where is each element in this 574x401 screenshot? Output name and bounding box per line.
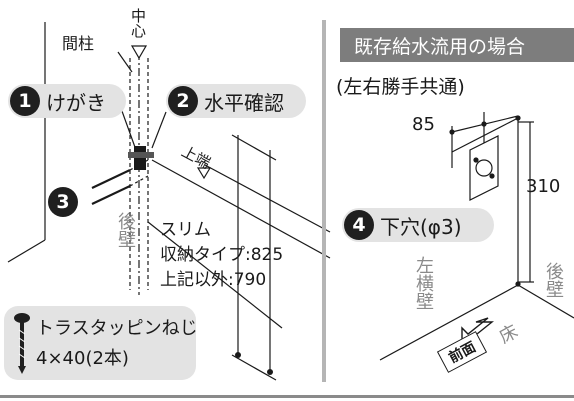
dim-tick-b: [231, 134, 277, 161]
slim-label: スリム: [160, 220, 211, 240]
screw-shaft-a: [91, 169, 131, 189]
other-dim: 上記以外:790: [160, 270, 267, 290]
screw-line1: トラスタッピンねじ: [36, 318, 198, 339]
dim-point-b: [267, 369, 273, 375]
step-2-number: 2: [168, 86, 198, 116]
right-panel-subtitle: (左右勝手共通): [336, 76, 465, 98]
wall-floor-line: [147, 221, 283, 329]
r-rear-wall-label: 後壁: [543, 262, 564, 298]
r-dim-point-b: [481, 121, 487, 127]
slim-storage-dim: 収納タイプ:825: [160, 245, 284, 265]
dim-height-310: 310: [526, 176, 561, 197]
bracket-plate: [128, 152, 154, 158]
pillar-label: 間柱: [62, 34, 95, 53]
step-2-pill: 2 水平確認: [166, 84, 306, 118]
panel-divider: [322, 20, 326, 382]
r-dim-point-c: [515, 115, 521, 121]
r-floor-edge-left: [379, 284, 519, 361]
step2-leader: [151, 111, 167, 149]
step-3-number: 3: [48, 187, 78, 217]
center-label: 中心: [129, 8, 147, 38]
step-4-number: 4: [344, 210, 374, 240]
top-edge-line: [151, 159, 331, 259]
left-side-wall-label: 左横壁: [413, 256, 434, 310]
pillar-leader: [117, 51, 133, 73]
dim-width-85: 85: [412, 114, 435, 135]
screw-shaft-b: [91, 185, 131, 205]
r-dim-point-d: [515, 281, 521, 287]
top-edge-leader: [204, 164, 331, 233]
screw-line2: 4×40(2本): [36, 348, 129, 369]
r-back-wall-top: [451, 117, 519, 153]
step-2-label: 水平確認: [204, 90, 284, 115]
right-panel-title: 既存給水流用の場合: [340, 28, 574, 62]
step-4-pill: 4 下穴(φ3): [342, 208, 494, 242]
top-edge-marker-icon: [196, 167, 212, 180]
step-4-label: 下穴(φ3): [380, 214, 462, 239]
rear-wall-label: 後壁: [115, 212, 136, 248]
screw-info-box: トラスタッピンねじ 4×40(2本): [4, 306, 198, 380]
dim-point-a: [235, 352, 241, 358]
step-1-pill: 1 けがき: [8, 84, 126, 118]
floor-edge-line: [7, 239, 46, 263]
step-1-label: けがき: [46, 90, 106, 115]
dim-tick-a: [231, 354, 277, 381]
screw-icon: [14, 313, 30, 374]
bottom-rule: [0, 395, 574, 398]
r-dim-point-a: [449, 129, 455, 135]
center-marker-icon: [130, 45, 148, 60]
r-bracket-plate-icon: [469, 135, 499, 201]
step-1-number: 1: [10, 86, 40, 116]
r-floor-edge-right: [517, 284, 574, 319]
